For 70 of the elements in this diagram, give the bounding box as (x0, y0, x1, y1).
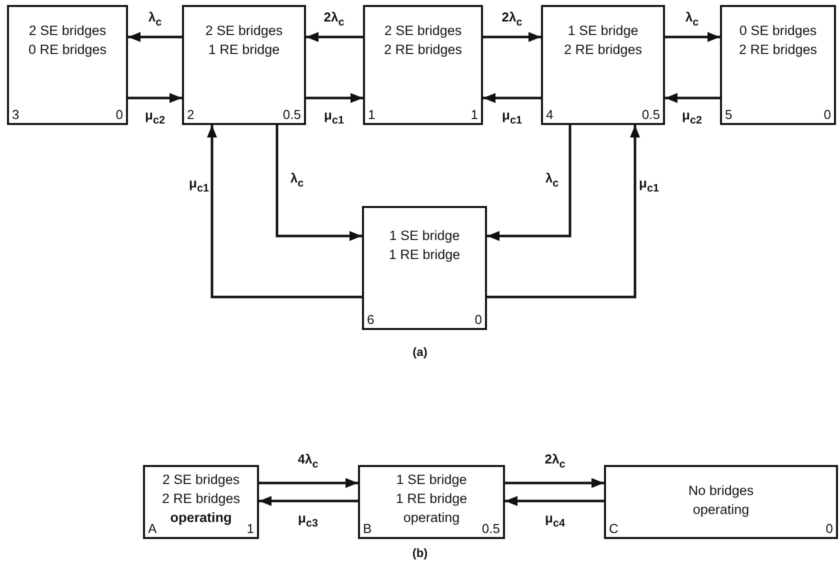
state-value: 0 (116, 107, 123, 122)
edge-label: λ$_{c}$ (545, 170, 559, 190)
state-description: 1 SE bridge 2 RE bridges (562, 22, 644, 59)
arrow (505, 478, 604, 488)
state-id: 5 (725, 107, 732, 122)
state-box (143, 465, 259, 539)
figure-caption: (b) (412, 546, 428, 560)
state-value: 0.5 (482, 521, 500, 536)
arrow (207, 125, 362, 298)
edge-label: λ$_{c}$ (148, 10, 162, 28)
state-id: B (363, 521, 372, 536)
edge-label: μ$_{c3}$ (298, 510, 318, 530)
state-box (182, 5, 306, 125)
state-description: 2 SE bridges 1 RE bridge (204, 22, 284, 59)
state-id: A (148, 521, 157, 536)
arrow (128, 32, 182, 42)
state-box (362, 206, 487, 330)
edge-label: 4λ$_{c}$ (298, 452, 318, 470)
state-id: C (609, 521, 618, 536)
state-description: 2 SE bridges 2 RE bridges (382, 22, 464, 59)
edge-label: λ$_{c}$ (290, 170, 304, 190)
edge-label: μ$_{c1}$ (502, 108, 522, 126)
state-description: 1 SE bridge 1 RE bridge (388, 227, 462, 264)
state-box (363, 5, 483, 125)
state-description: No bridges operating (687, 482, 755, 519)
state-id: 3 (12, 107, 20, 122)
state-description: 2 SE bridges 0 RE bridges (27, 22, 108, 59)
arrow (665, 93, 720, 103)
arrow (505, 496, 604, 506)
state-id: 1 (368, 107, 376, 122)
state-box (358, 465, 505, 539)
state-value: 0.5 (282, 107, 301, 122)
arrow (306, 32, 363, 42)
state-description: 2 SE bridges 2 RE bridges operating (160, 471, 242, 527)
edge-label: μ$_{c2}$ (145, 108, 165, 126)
arrow (483, 93, 541, 103)
edge-label: μ$_{c1}$ (639, 176, 659, 194)
arrow (483, 32, 541, 42)
state-box (720, 5, 836, 125)
edge-label: 2λ$_{c}$ (544, 452, 566, 470)
edge-label: μ$_{c1}$ (324, 108, 344, 126)
state-box (541, 5, 665, 125)
state-id: 6 (367, 312, 374, 327)
state-description: 0 SE bridges 2 RE bridges (738, 22, 818, 59)
state-value: 0 (824, 107, 831, 122)
state-box (7, 5, 128, 125)
edge-label: 2λ$_{c}$ (502, 10, 522, 28)
edge-label: μ$_{c4}$ (545, 510, 565, 530)
arrow (276, 125, 362, 241)
arrow (128, 93, 182, 103)
state-value: 0.5 (642, 107, 660, 122)
state-value: 0 (826, 521, 833, 536)
arrow (487, 125, 640, 298)
arrow (306, 93, 363, 103)
arrow (259, 478, 358, 488)
state-value: 1 (470, 107, 478, 122)
arrow (259, 496, 358, 506)
arrow (665, 32, 720, 42)
edge-label: μ$_{c1}$ (189, 176, 209, 194)
state-box (604, 465, 838, 539)
figure-caption: (a) (412, 345, 428, 359)
state-value: 0 (474, 312, 482, 327)
edge-label: 2λ$_{c}$ (324, 10, 344, 28)
edge-label: μ$_{c2}$ (682, 108, 702, 126)
edge-label: λ$_{c}$ (685, 10, 699, 28)
state-id: 4 (546, 107, 554, 122)
state-id: 2 (187, 107, 194, 122)
state-description: 1 SE bridge 1 RE bridge operating (394, 471, 468, 527)
arrow (487, 125, 572, 241)
state-value: 1 (246, 521, 254, 536)
